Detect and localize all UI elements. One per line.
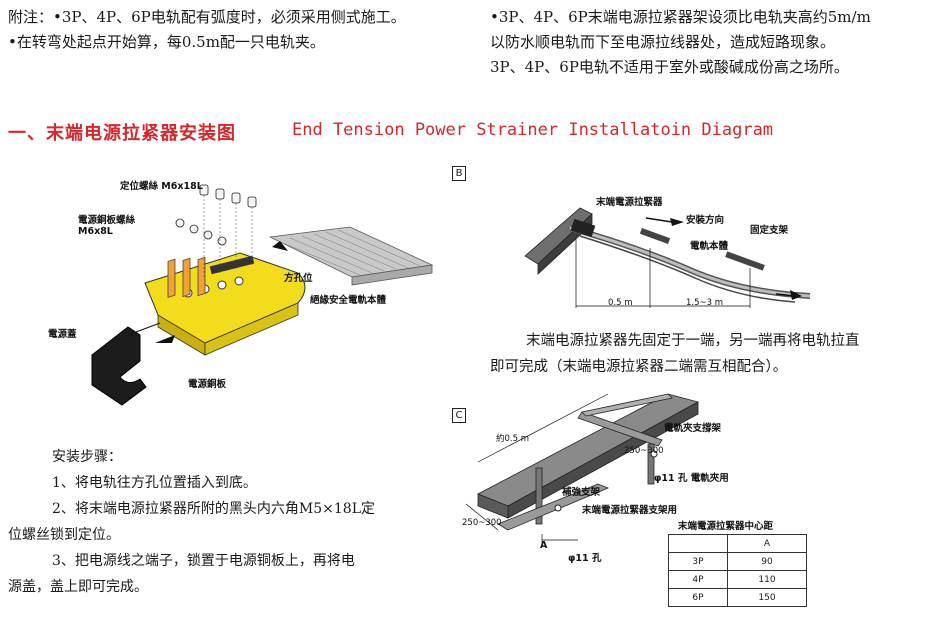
diagram-b-installation (520, 178, 820, 318)
step-3a: 3、把电源线之端子，锁置于电源铜板上，再将电 (52, 553, 355, 569)
diagram-c-bracket (458, 384, 778, 564)
note-right-line3: 3P、4P、6P电轨不适用于室外或酸碱成份高之场所。 (490, 58, 849, 76)
label-strainer-b: 末端電源拉緊器 (596, 197, 663, 208)
rail-body-drawing (268, 226, 434, 286)
screws-drawing (175, 184, 257, 246)
section-title-en: End Tension Power Strainer Installatoin … (292, 120, 774, 140)
spec-table-title: 末端電源拉緊器中心距 (678, 521, 774, 532)
spec-table-header: A (668, 534, 807, 553)
label-fixed-bracket: 固定支架 (750, 225, 789, 236)
diagram-c-box-label: C (452, 408, 466, 423)
label-rail-b: 電軌本體 (690, 241, 729, 252)
para-b-line1: 末端电源拉紧器先固定于一端，另一端再将电轨拉直 (526, 333, 860, 349)
spec-table-wrapper: A 3P 90 4P 110 6P 150 (668, 534, 807, 607)
label-reinforce: 補強支架 (562, 487, 601, 498)
diagram-b-box-label: B (452, 166, 466, 181)
label-cover: 電源蓋 (48, 329, 77, 340)
label-hole: φ11 孔 (568, 553, 602, 564)
spec-cell: 110 (727, 570, 807, 589)
label-copper-plate: 電源銅板 (188, 379, 227, 390)
step-3b: 源盖，盖上即可完成。 (8, 579, 148, 595)
label-clamp-bracket: 電軌夾支撐架 (664, 423, 722, 434)
label-direction: 安裝方向 (686, 215, 725, 226)
table-row: 3P 90 (668, 552, 807, 571)
spec-cell: 6P (668, 588, 728, 607)
diagram-b-illustration (524, 207, 811, 308)
label-screw: 定位螺絲 M6x18L (120, 181, 203, 192)
note-left-line1: 附注：•3P、4P、6P电轨配有弧度时，必须采用侧式施工。 (8, 8, 406, 26)
spec-cell: 3P (668, 552, 728, 571)
strainer-exploded-illustration (91, 184, 434, 406)
diagram-strainer-exploded (40, 165, 440, 415)
para-b-line2: 即可完成（末端电源拉紧器二端需互相配合）。 (490, 359, 788, 375)
table-row: 6P 150 (668, 588, 807, 607)
step-1: 1、将电轨往方孔位置插入到底。 (52, 475, 257, 491)
note-left-line2: •在转弯处起点开始算，每0.5m配一只电轨夹。 (8, 33, 325, 51)
spec-header-cell (668, 534, 728, 553)
spec-cell: 90 (727, 552, 807, 571)
label-hole-clamp: φ11 孔 電軌夾用 (654, 473, 729, 484)
label-a: A (540, 540, 548, 551)
black-power-cover (91, 326, 147, 406)
spec-cell: 150 (727, 588, 807, 607)
label-plate-screw-1: 電源銅板螺絲 (78, 215, 136, 226)
step-2b: 位螺丝锁到定位。 (8, 527, 120, 543)
step-2a: 2、将末端电源拉紧器所附的黑头内六角M5×18L定 (52, 501, 375, 517)
label-plate-screw-2: M6x8L (78, 226, 113, 237)
note-right-line1: •3P、4P、6P末端电源拉紧器架设须比电轨夹高约5m/m (490, 8, 871, 26)
diagram-c-illustration (465, 393, 700, 546)
dim-b-2: 1.5~3 m (686, 298, 724, 308)
table-row: 4P 110 (668, 570, 807, 589)
spec-header-cell: A (727, 534, 807, 553)
steps-title: 安装步骤： (52, 449, 122, 465)
label-square-hole: 方孔位 (284, 273, 313, 284)
dim-b-1: 0.5 m (608, 298, 633, 308)
label-dim-top: 250~300 (624, 446, 664, 456)
yellow-strainer-body (144, 252, 306, 356)
label-rail-body: 絕緣安全電軌本體 (310, 295, 387, 306)
section-title-zh: 一、末端电源拉紧器安装图 (8, 123, 236, 144)
label-about: 約0.5 m (496, 434, 529, 444)
spec-table: A 3P 90 4P 110 6P 150 (668, 534, 807, 607)
label-strainer-bracket: 末端電源拉緊器支架用 (582, 505, 678, 516)
spec-cell: 4P (668, 570, 728, 589)
label-dim-bottom: 250~300 (462, 518, 502, 528)
note-right-line2: 以防水顺电轨而下至电源拉线器处，造成短路现象。 (490, 33, 836, 51)
